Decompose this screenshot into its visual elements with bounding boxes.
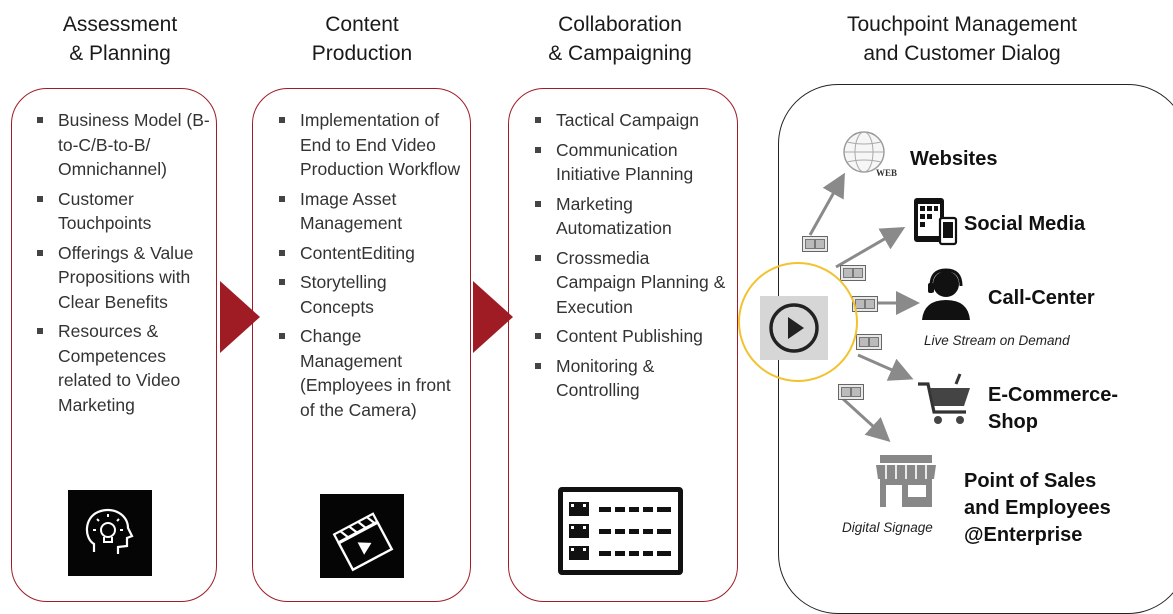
list-item: Offerings & Value Propositions with Clea…: [34, 241, 212, 315]
touchpoint-social-media: Social Media: [964, 213, 1086, 235]
flow-arrow-1: [220, 281, 260, 353]
touchpoint-e-commerce: E-Commerce- Shop: [988, 384, 1119, 433]
list-item: ContentEditing: [276, 241, 462, 266]
collaboration-list: Tactical Campaign Communication Initiati…: [532, 108, 730, 408]
globe-icon: WEB: [836, 128, 900, 178]
list-item: Image Asset Management: [276, 187, 462, 236]
list-item: Crossmedia Campaign Planning & Execution: [532, 246, 730, 320]
film-strip-icon: [856, 334, 882, 350]
tablet-phone-icon: [912, 196, 958, 246]
connector-arrows: [808, 172, 920, 443]
touchpoint-point-of-sales: Point of Sales and Employees @Enterprise: [964, 470, 1111, 546]
film-strip-icon: [802, 236, 828, 252]
clapperboard-icon: [320, 494, 404, 578]
play-button[interactable]: [738, 262, 858, 382]
list-item: Marketing Automatization: [532, 192, 730, 241]
touchpoint-websites: Websites: [910, 148, 998, 170]
column-title-touchpoints: Touchpoint Management and Customer Dialo…: [847, 13, 1077, 65]
live-stream-note: Live Stream on Demand: [924, 333, 1070, 348]
film-strip-icon: [838, 384, 864, 400]
list-item: Content Publishing: [532, 324, 730, 349]
video-management-icon: [558, 487, 683, 575]
list-item: Business Model (B-to-C/B-to-B/ Omnichann…: [34, 108, 212, 182]
digital-signage-note: Digital Signage: [842, 520, 933, 535]
list-item: Tactical Campaign: [532, 108, 730, 133]
content-production-list: Implementation of End to End Video Produ…: [276, 108, 462, 427]
column-title-collaboration: Collaboration & Campaigning: [548, 13, 692, 65]
column-title-content-production: Content Production: [311, 13, 413, 65]
head-lightbulb-icon: [68, 490, 152, 576]
flow-arrow-2: [473, 281, 513, 353]
shopping-cart-icon: [916, 372, 974, 426]
headset-agent-icon: [918, 266, 974, 320]
play-icon: [760, 296, 828, 360]
list-item: Change Management (Employees in front of…: [276, 324, 462, 422]
list-item: Communication Initiative Planning: [532, 138, 730, 187]
list-item: Monitoring & Controlling: [532, 354, 730, 403]
list-item: Storytelling Concepts: [276, 270, 462, 319]
film-strip-icon: [840, 265, 866, 281]
storefront-icon: [872, 455, 940, 509]
list-item: Resources & Competences related to Video…: [34, 319, 212, 417]
column-title-assessment: Assessment & Planning: [62, 13, 178, 65]
web-text: WEB: [876, 168, 897, 178]
list-item: Implementation of End to End Video Produ…: [276, 108, 462, 182]
assessment-list: Business Model (B-to-C/B-to-B/ Omnichann…: [34, 108, 212, 422]
touchpoint-call-center: Call-Center: [988, 287, 1095, 309]
list-item: Customer Touchpoints: [34, 187, 212, 236]
